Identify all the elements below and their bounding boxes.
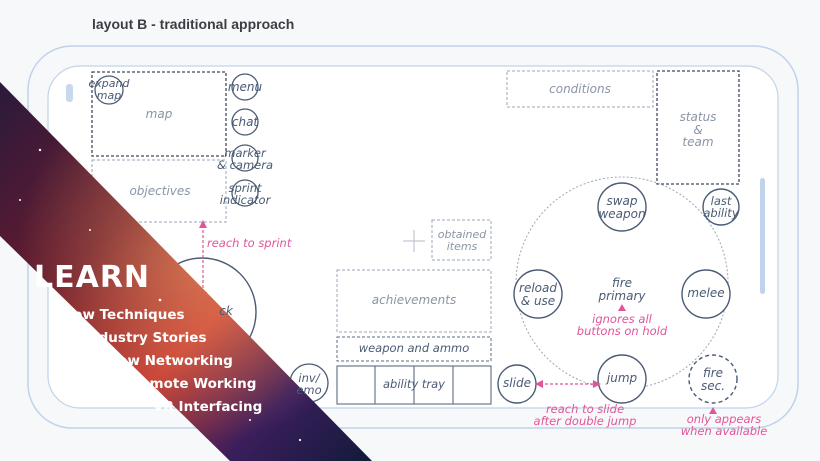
sprint-indicator-button	[231, 179, 259, 207]
last-ability-label[interactable]: last ability	[703, 194, 739, 221]
reach-to-slide-note: reach to slide after double jump	[533, 402, 637, 429]
obtained-items-box	[431, 219, 492, 261]
weapon-ammo-box	[336, 336, 492, 362]
reach-to-sprint-note: reach to sprint	[207, 236, 292, 250]
jump-label[interactable]: jump	[606, 371, 638, 385]
last-ability-button	[702, 188, 740, 226]
status-team-label[interactable]: status & team	[679, 110, 717, 150]
conditions-label: conditions	[549, 82, 611, 96]
ability-tray-label[interactable]: ability tray	[383, 377, 445, 391]
expand-map-button	[94, 75, 124, 105]
chat-button	[231, 108, 259, 136]
reload-use-button	[513, 269, 563, 319]
jump-button	[597, 354, 647, 404]
banner-item-5[interactable]: VR Interfacing	[153, 399, 263, 415]
map-box	[91, 71, 227, 157]
fire-sec-note-arrow	[709, 407, 717, 414]
expand-map-label[interactable]: expand map	[88, 77, 130, 102]
only-appears-note: only appears when available	[680, 412, 768, 439]
map-label[interactable]: map	[145, 107, 173, 121]
objectives-label: objectives	[129, 184, 191, 198]
stick-label[interactable]: ck	[219, 304, 233, 318]
marker-camera-label[interactable]: marker & camera	[216, 146, 274, 173]
fire-sec-label[interactable]: fire sec.	[700, 366, 726, 393]
banner-heading: LEARN	[34, 260, 151, 295]
swap-weapon-label[interactable]: swap weapon	[598, 194, 646, 221]
phone-side-button	[760, 178, 765, 294]
banner-item-2[interactable]: Industry Stories	[84, 330, 207, 346]
sprint-indicator-label[interactable]: sprint indicator	[219, 181, 271, 208]
slide-label[interactable]: slide	[503, 376, 531, 390]
chat-label[interactable]: chat	[231, 115, 259, 129]
conditions-box	[506, 70, 654, 108]
fire-sec-button	[688, 354, 738, 404]
page-title: layout B - traditional approach	[92, 16, 295, 32]
inv-emo-label[interactable]: inv/ emo	[296, 371, 322, 398]
menu-label[interactable]: menu	[227, 80, 263, 94]
achievements-box	[336, 269, 492, 333]
melee-button	[681, 269, 731, 319]
status-box	[656, 70, 740, 185]
marker-camera-button	[231, 144, 259, 172]
obtained-items-label: obtained items	[437, 228, 487, 253]
banner-item-1[interactable]: New Techniques	[62, 307, 185, 323]
fire-primary-label[interactable]: fire primary	[598, 276, 646, 303]
phone-sensor	[66, 84, 73, 102]
banner-item-4[interactable]: Remote Working	[130, 376, 257, 392]
weapon-ammo-label: weapon and ammo	[358, 341, 470, 355]
melee-label[interactable]: melee	[687, 286, 725, 300]
menu-button	[231, 73, 259, 101]
achievements-label: achievements	[371, 293, 457, 307]
fire-note-arrow	[618, 304, 626, 311]
reload-use-label[interactable]: reload & use	[519, 281, 557, 308]
swap-weapon-button	[597, 182, 647, 232]
ignores-all-note: ignores all buttons on hold	[576, 312, 668, 339]
banner-item-3[interactable]: New Networking	[107, 353, 233, 369]
